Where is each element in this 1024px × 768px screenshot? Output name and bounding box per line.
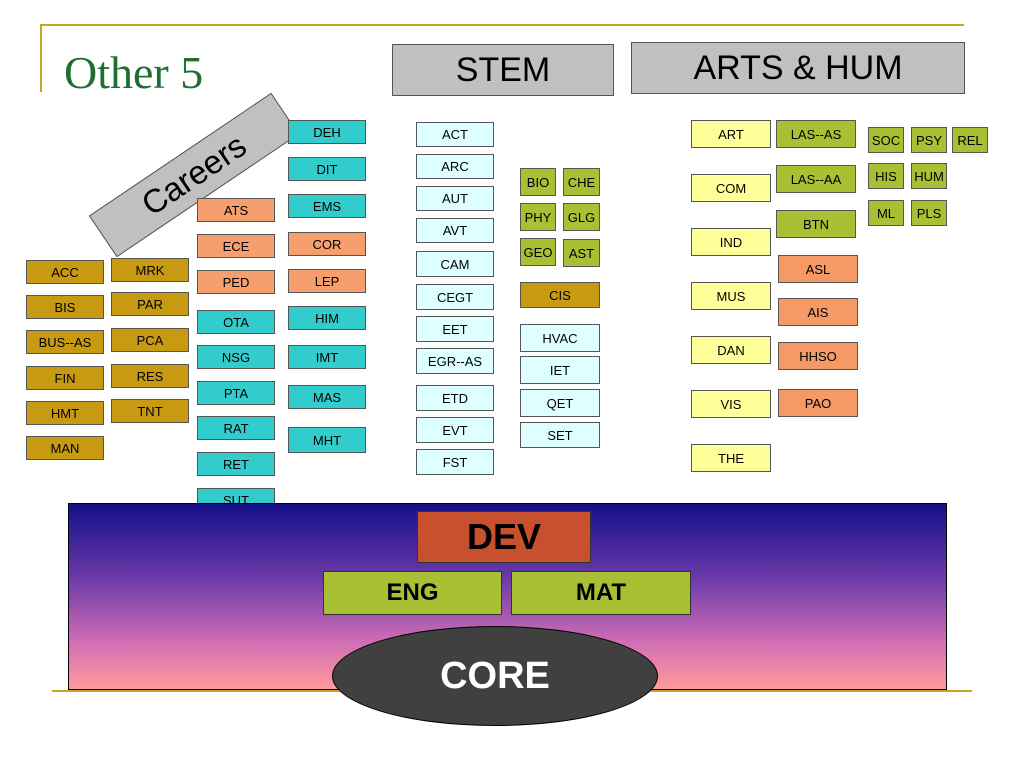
course-box: ACC	[26, 260, 104, 284]
course-box: HUM	[911, 163, 947, 189]
course-box: GLG	[563, 203, 600, 231]
course-box: EMS	[288, 194, 366, 218]
eng-box: ENG	[323, 571, 502, 615]
course-box: EGR--AS	[416, 348, 494, 374]
course-box: LEP	[288, 269, 366, 293]
course-box: THE	[691, 444, 771, 472]
course-box: PCA	[111, 328, 189, 352]
arts-hum-header: ARTS & HUM	[631, 42, 965, 94]
course-box: ART	[691, 120, 771, 148]
course-box: ECE	[197, 234, 275, 258]
course-box: HVAC	[520, 324, 600, 352]
course-box: SOC	[868, 127, 904, 153]
course-box: MAS	[288, 385, 366, 409]
course-box: VIS	[691, 390, 771, 418]
course-box: IET	[520, 356, 600, 384]
course-box: PAR	[111, 292, 189, 316]
course-box: COM	[691, 174, 771, 202]
course-box: BUS--AS	[26, 330, 104, 354]
course-box: MHT	[288, 427, 366, 453]
course-box: IND	[691, 228, 771, 256]
course-box: LAS--AS	[776, 120, 856, 148]
course-box: DAN	[691, 336, 771, 364]
course-box: PHY	[520, 203, 556, 231]
course-box: DIT	[288, 157, 366, 181]
course-box: LAS--AA	[776, 165, 856, 193]
course-box: BIS	[26, 295, 104, 319]
course-box: MRK	[111, 258, 189, 282]
stem-header: STEM	[392, 44, 614, 96]
course-box: AUT	[416, 186, 494, 211]
course-box: QET	[520, 389, 600, 417]
course-box: OTA	[197, 310, 275, 334]
course-box: ETD	[416, 385, 494, 411]
course-box: HIS	[868, 163, 904, 189]
core-ellipse: CORE	[332, 626, 658, 726]
course-box: FIN	[26, 366, 104, 390]
course-box: PAO	[778, 389, 858, 417]
course-box: COR	[288, 232, 366, 256]
course-box: ASL	[778, 255, 858, 283]
course-box: DEH	[288, 120, 366, 144]
course-box: RES	[111, 364, 189, 388]
course-box: EET	[416, 316, 494, 342]
dev-box: DEV	[417, 511, 591, 563]
slide-title: Other 5	[64, 47, 204, 98]
course-box: PLS	[911, 200, 947, 226]
course-box: REL	[952, 127, 988, 153]
course-box: AVT	[416, 218, 494, 243]
course-box: PTA	[197, 381, 275, 405]
course-box: IMT	[288, 345, 366, 369]
course-box: AST	[563, 239, 600, 267]
course-box: CIS	[520, 282, 600, 308]
course-box: AIS	[778, 298, 858, 326]
course-box: ML	[868, 200, 904, 226]
course-box: CAM	[416, 251, 494, 277]
course-box: TNT	[111, 399, 189, 423]
top-rule	[40, 24, 964, 26]
course-box: HHSO	[778, 342, 858, 370]
careers-banner: Careers	[88, 92, 300, 258]
course-box: HIM	[288, 306, 366, 330]
course-box: CHE	[563, 168, 600, 196]
course-box: NSG	[197, 345, 275, 369]
course-box: SET	[520, 422, 600, 448]
course-box: ATS	[197, 198, 275, 222]
course-box: GEO	[520, 238, 556, 266]
course-box: BTN	[776, 210, 856, 238]
course-box: BIO	[520, 168, 556, 196]
mat-box: MAT	[511, 571, 691, 615]
left-rule	[40, 24, 42, 92]
course-box: FST	[416, 449, 494, 475]
course-box: MAN	[26, 436, 104, 460]
course-box: MUS	[691, 282, 771, 310]
course-box: PED	[197, 270, 275, 294]
course-box: EVT	[416, 417, 494, 443]
course-box: CEGT	[416, 284, 494, 310]
course-box: ARC	[416, 154, 494, 179]
course-box: ACT	[416, 122, 494, 147]
course-box: RET	[197, 452, 275, 476]
course-box: HMT	[26, 401, 104, 425]
course-box: RAT	[197, 416, 275, 440]
course-box: PSY	[911, 127, 947, 153]
